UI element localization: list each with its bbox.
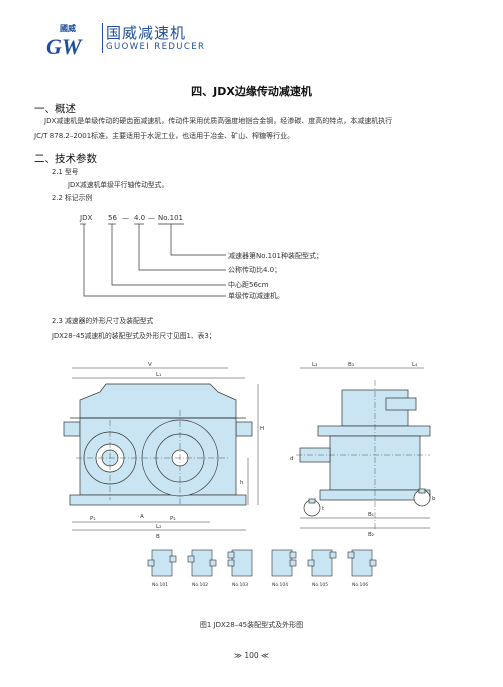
dim-d: d — [290, 456, 294, 462]
dim-a: A — [140, 514, 144, 520]
marking-example: JDX 56 — 4.0 — No.101 减速器第No.101种装配型式； 公… — [60, 208, 360, 308]
marking-dist: 56 — [108, 214, 117, 222]
assembly-label-102: No.102 — [192, 582, 208, 588]
footer-left-mark: ≫ — [234, 651, 242, 660]
dim-l3: L₃ — [312, 362, 317, 368]
side-view — [296, 367, 431, 530]
subsection-2-2: 2.2 标记示例 — [52, 194, 93, 202]
assembly-label-103: No.103 — [232, 582, 248, 588]
dim-h: H — [260, 426, 264, 432]
assembly-label-101: No.101 — [152, 582, 168, 588]
dim-b4: b — [432, 496, 436, 502]
marking-note-4: 单级传动减速机。 — [228, 291, 284, 300]
brand-name-cn: 国威减速机 — [106, 24, 187, 42]
page-number: 100 — [244, 651, 259, 660]
dim-b2: B₂ — [368, 532, 374, 538]
dim-l1: L₁ — [156, 372, 161, 378]
logo-letters: GW — [46, 34, 83, 58]
section-heading-overview: 一、概述 — [34, 103, 76, 115]
overview-line-1: JDX减速机是单级传动的硬齿面减速机，传动件采用优质高强度地铠合金钢，经渗碳、度… — [44, 117, 393, 125]
marking-ratio: 4.0 — [134, 214, 145, 222]
overview-line-2: JC/T 878.2–2001标准，主要适用于水泥工业，也适用于冶金、矿山、榨糖… — [34, 132, 295, 140]
subsection-2-1: 2.1 型号 — [52, 168, 79, 176]
dim-l4: L₄ — [412, 362, 418, 368]
section-heading-params: 二、技术参数 — [34, 153, 97, 165]
dim-p1: P₁ — [90, 516, 96, 522]
dim-l2: L₂ — [156, 524, 161, 530]
subsection-2-3: 2.3 减速器的外形尺寸及装配型式 — [52, 317, 154, 325]
marking-dash-1: — — [122, 214, 129, 222]
marking-no: No.101 — [158, 214, 183, 222]
marking-dash-2: — — [148, 214, 155, 222]
figure-1: V L₁ H h A P₁ P₂ L₂ B L₃ B₃ — [60, 360, 460, 614]
marking-note-1: 减速器第No.101种装配型式； — [228, 251, 323, 260]
page-title: 四、JDX边缘传动减速机 — [191, 85, 312, 98]
marking-model: JDX — [79, 214, 92, 222]
page-footer: ≫ 100 ≪ — [0, 651, 503, 660]
dim-v: V — [148, 362, 152, 368]
brand-logo: 國威 GW — [44, 22, 100, 62]
dim-b1: B₁ — [368, 512, 374, 518]
brand-name-en: GUOWEI REDUCER — [106, 42, 206, 52]
assembly-label-106: No.106 — [352, 582, 368, 588]
figure-caption: 图1 JDX28–45装配型式及外形图 — [199, 621, 304, 629]
marking-note-2: 公称传动比4.0； — [228, 265, 281, 274]
brand-divider — [102, 23, 103, 53]
assembly-label-105: No.105 — [312, 582, 328, 588]
dim-p2: P₂ — [170, 516, 176, 522]
marking-note-3: 中心距56cm — [228, 280, 269, 289]
footer-right-mark: ≪ — [261, 651, 269, 660]
assembly-label-104: No.104 — [272, 582, 288, 588]
subsection-2-1-text: JDX减速机单级平行轴传动型式。 — [68, 181, 169, 189]
dim-t: t — [322, 506, 325, 512]
front-view — [63, 367, 259, 531]
logo-seal: 國威 — [60, 23, 76, 33]
assembly-variants — [147, 549, 377, 577]
dim-b: B — [156, 534, 160, 540]
dim-b3: B₃ — [348, 362, 354, 368]
dim-ho: h — [240, 480, 244, 486]
subsection-2-3-text: JDX28–45减速机的装配型式及外形尺寸见图1、表3； — [52, 332, 216, 340]
